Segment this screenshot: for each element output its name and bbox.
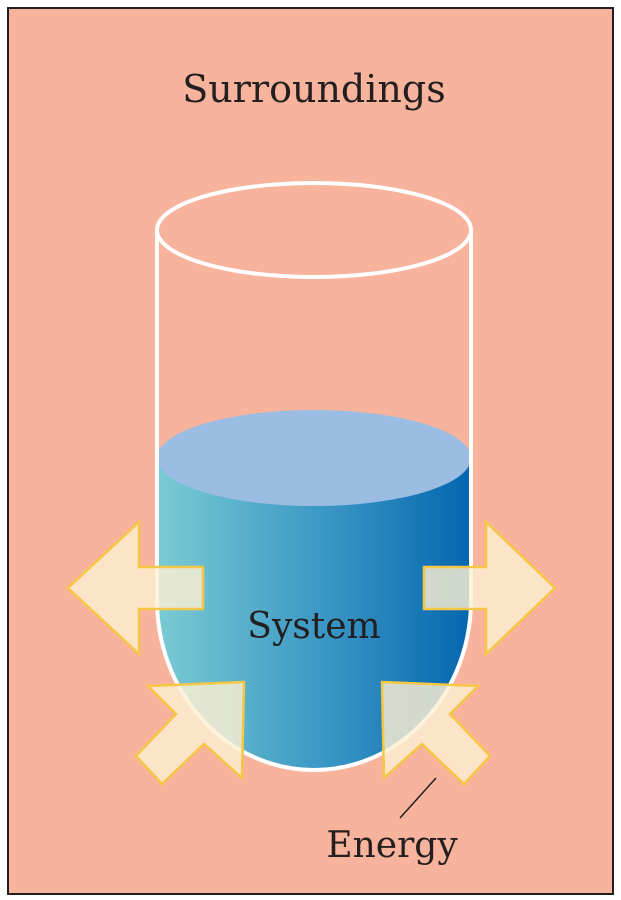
energy-arrow-out-right [422,519,557,657]
energy-arrows [66,519,557,786]
energy-arrow-in-right [380,680,492,786]
energy-arrow-in-left [134,680,246,786]
energy-arrow-out-left [66,519,205,657]
energy-label: Energy [326,825,458,866]
energy-leader-line [399,777,437,819]
container-outline [155,230,473,772]
surroundings-label: Surroundings [182,67,445,111]
liquid-surface [157,410,471,506]
container-rim [155,181,473,279]
system-label: System [247,606,380,647]
